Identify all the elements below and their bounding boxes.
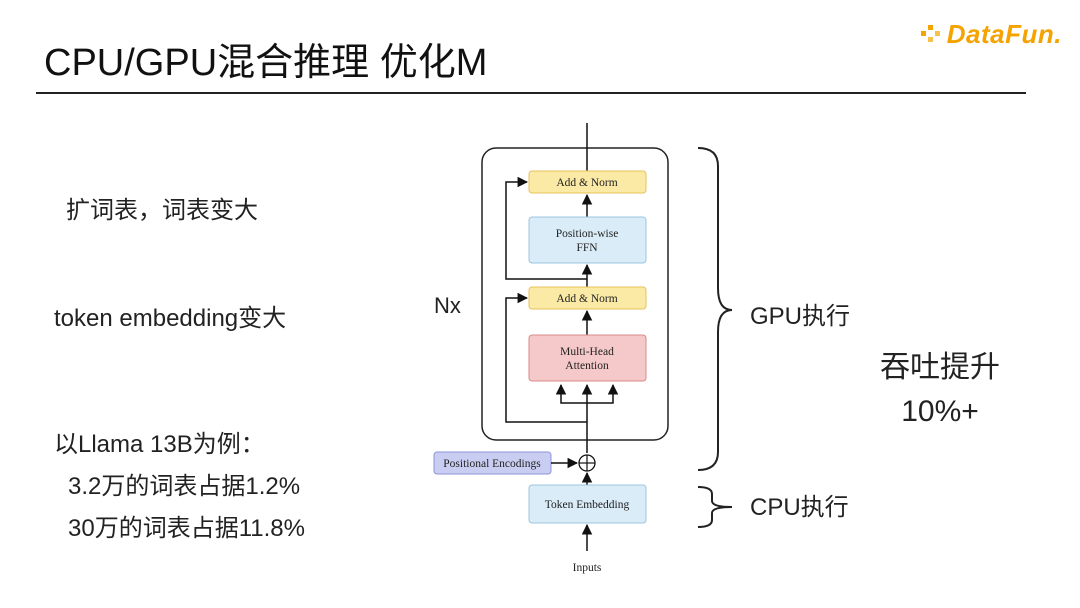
vocab-point: 扩词表，词表变大 [66, 197, 258, 224]
encoder-layer-box [481, 147, 669, 441]
attention-residual-connection [505, 292, 587, 423]
gpu-execution-label: GPU执行 [750, 303, 851, 330]
transformer-encoder-diagram: Nx Add & Norm Position-wise FFN Add & No… [433, 123, 669, 574]
example-heading: 以Llama 13B为例： [54, 431, 265, 458]
example-item-1: 3.2万的词表占据1.2% [68, 473, 301, 500]
positional-encodings-label: Positional Encodings [443, 458, 541, 470]
logo-dots-icon [920, 25, 940, 42]
repeat-label: Nx [434, 293, 461, 318]
add-norm-top-label: Add & Norm [556, 177, 617, 189]
add-circle-icon [578, 454, 596, 472]
throughput-callout: 吞吐提升 10%+ [872, 346, 1008, 434]
ffn-block [528, 216, 647, 264]
inputs-label: Inputs [573, 562, 602, 574]
ffn-residual-connection [505, 176, 587, 280]
cpu-execution-label: CPU执行 [750, 494, 849, 521]
attention-input-k [587, 383, 619, 404]
title-divider [36, 92, 1026, 94]
attention-label-line2: Attention [565, 360, 609, 372]
datafun-logo: DataFun. [920, 14, 1062, 54]
slide-title: CPU/GPU混合推理 优化M [44, 42, 488, 84]
add-norm-top-block [528, 170, 647, 194]
ffn-label-line2: FFN [576, 242, 598, 254]
throughput-value: 10%+ [901, 395, 979, 428]
cpu-brace-icon [697, 486, 733, 528]
example-item-2: 30万的词表占据11.8% [68, 515, 305, 542]
logo-text: DataFun. [946, 18, 1062, 49]
add-norm-bottom-label: Add & Norm [556, 293, 617, 305]
attention-input-q [555, 383, 587, 404]
throughput-label: 吞吐提升 [880, 351, 1000, 384]
attention-label-line1: Multi-Head [560, 346, 614, 358]
gpu-brace-icon [697, 147, 733, 471]
multi-head-attention-block [528, 334, 647, 382]
token-embedding-block [528, 484, 647, 524]
ffn-label-line1: Position-wise [556, 228, 619, 240]
token-embedding-label: Token Embedding [545, 499, 630, 511]
embedding-point: token embedding变大 [54, 305, 287, 332]
add-norm-bottom-block [528, 286, 647, 310]
